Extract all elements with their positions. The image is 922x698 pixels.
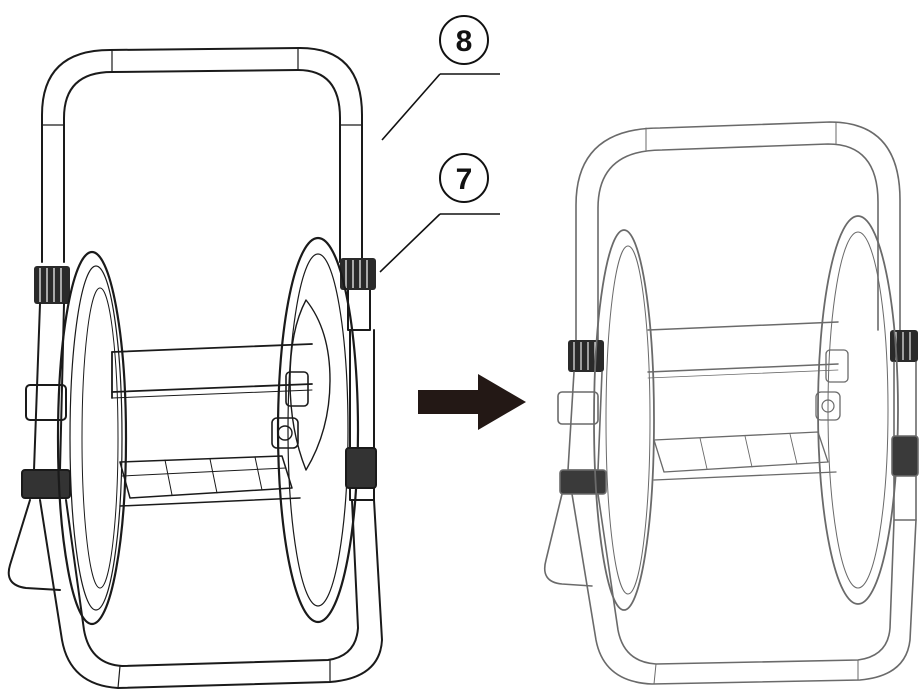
assembled-handle	[575, 121, 901, 341]
left-reel-disc	[56, 250, 128, 626]
handle-sleeve-part	[34, 258, 376, 304]
after-assembly	[543, 121, 919, 685]
callout-8-number: 8	[456, 25, 473, 58]
assembled-left-post	[557, 371, 607, 495]
left-frame-post	[21, 303, 71, 499]
handle-part	[41, 47, 371, 331]
assembled-right-post	[891, 361, 919, 521]
callout-8: 8	[381, 15, 500, 141]
assembled-collars	[568, 330, 918, 372]
right-reel-disc	[271, 236, 360, 624]
assembled-left-disc	[593, 229, 655, 611]
before-assembly: 8 7	[7, 15, 500, 689]
base-tray	[119, 455, 301, 507]
callout-7-number: 7	[456, 163, 473, 196]
callout-7: 7	[379, 153, 500, 273]
assembled-tray	[653, 431, 837, 481]
assembled-right-disc	[815, 215, 899, 605]
bottom-frame	[7, 499, 383, 689]
right-frame-post	[345, 329, 377, 501]
assembled-drum	[647, 321, 839, 379]
right-arrow-icon	[418, 374, 526, 430]
assembled-bottom-frame	[543, 493, 917, 685]
